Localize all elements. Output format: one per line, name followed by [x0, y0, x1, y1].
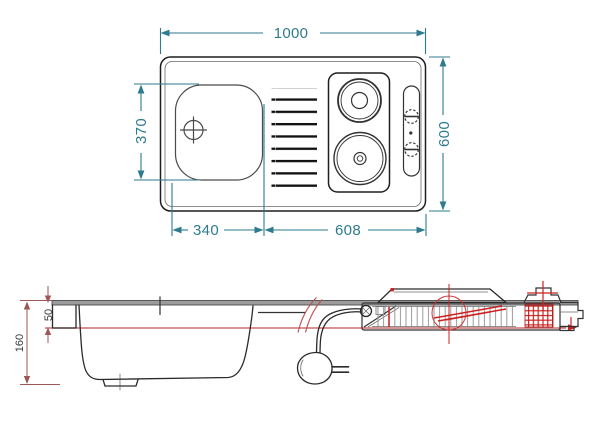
plan-view	[159, 56, 427, 212]
drainboard-ribs	[271, 88, 317, 194]
drain-cross-icon	[180, 116, 207, 144]
indicator-dot	[409, 131, 413, 135]
unit-outline	[159, 56, 427, 212]
burner-rear	[337, 78, 382, 123]
sink-basin	[174, 84, 264, 181]
dim-basin-length: 370	[133, 83, 199, 181]
dim-label-cooktop-span: 608	[335, 222, 361, 239]
dim-label-basin-width: 340	[193, 222, 219, 239]
unit-rim-line	[164, 61, 422, 207]
dim-rim-drop: 50	[43, 286, 55, 343]
control-knob-top	[404, 109, 419, 124]
dim-overall-depth: 600	[429, 56, 453, 212]
dim-cooktop-span: 608	[264, 214, 427, 239]
dim-label-rim-drop: 50	[43, 309, 55, 321]
red-reference-arrow	[568, 324, 577, 331]
control-panel	[402, 85, 421, 177]
hob-plate	[377, 288, 507, 304]
dim-overall-width: 1000	[159, 25, 427, 54]
burner-front	[333, 131, 387, 186]
cooktop-panel	[327, 72, 391, 193]
energy-regulator-highlight	[524, 303, 554, 328]
dim-label-overall-width: 1000	[274, 25, 309, 42]
element-marker	[390, 288, 394, 292]
heating-element-highlight	[388, 284, 507, 344]
housing-end-cap	[560, 301, 584, 328]
schuko-plug-icon	[296, 351, 350, 385]
dim-label-bowl-depth: 160	[14, 334, 26, 352]
dim-label-overall-depth: 600	[436, 121, 453, 147]
dim-basin-width: 340	[171, 104, 265, 239]
sink-bowl-profile	[51, 304, 254, 391]
cable-highlight	[297, 297, 323, 333]
dim-label-basin-length: 370	[133, 118, 150, 144]
control-knob-bottom	[404, 142, 419, 157]
drain-outlet	[102, 378, 139, 387]
cord-connector	[359, 304, 373, 318]
power-cord	[315, 308, 363, 357]
section-view: 160 50	[14, 281, 584, 391]
control-knob-side	[523, 281, 562, 310]
dim-bowl-depth: 160	[14, 300, 60, 385]
